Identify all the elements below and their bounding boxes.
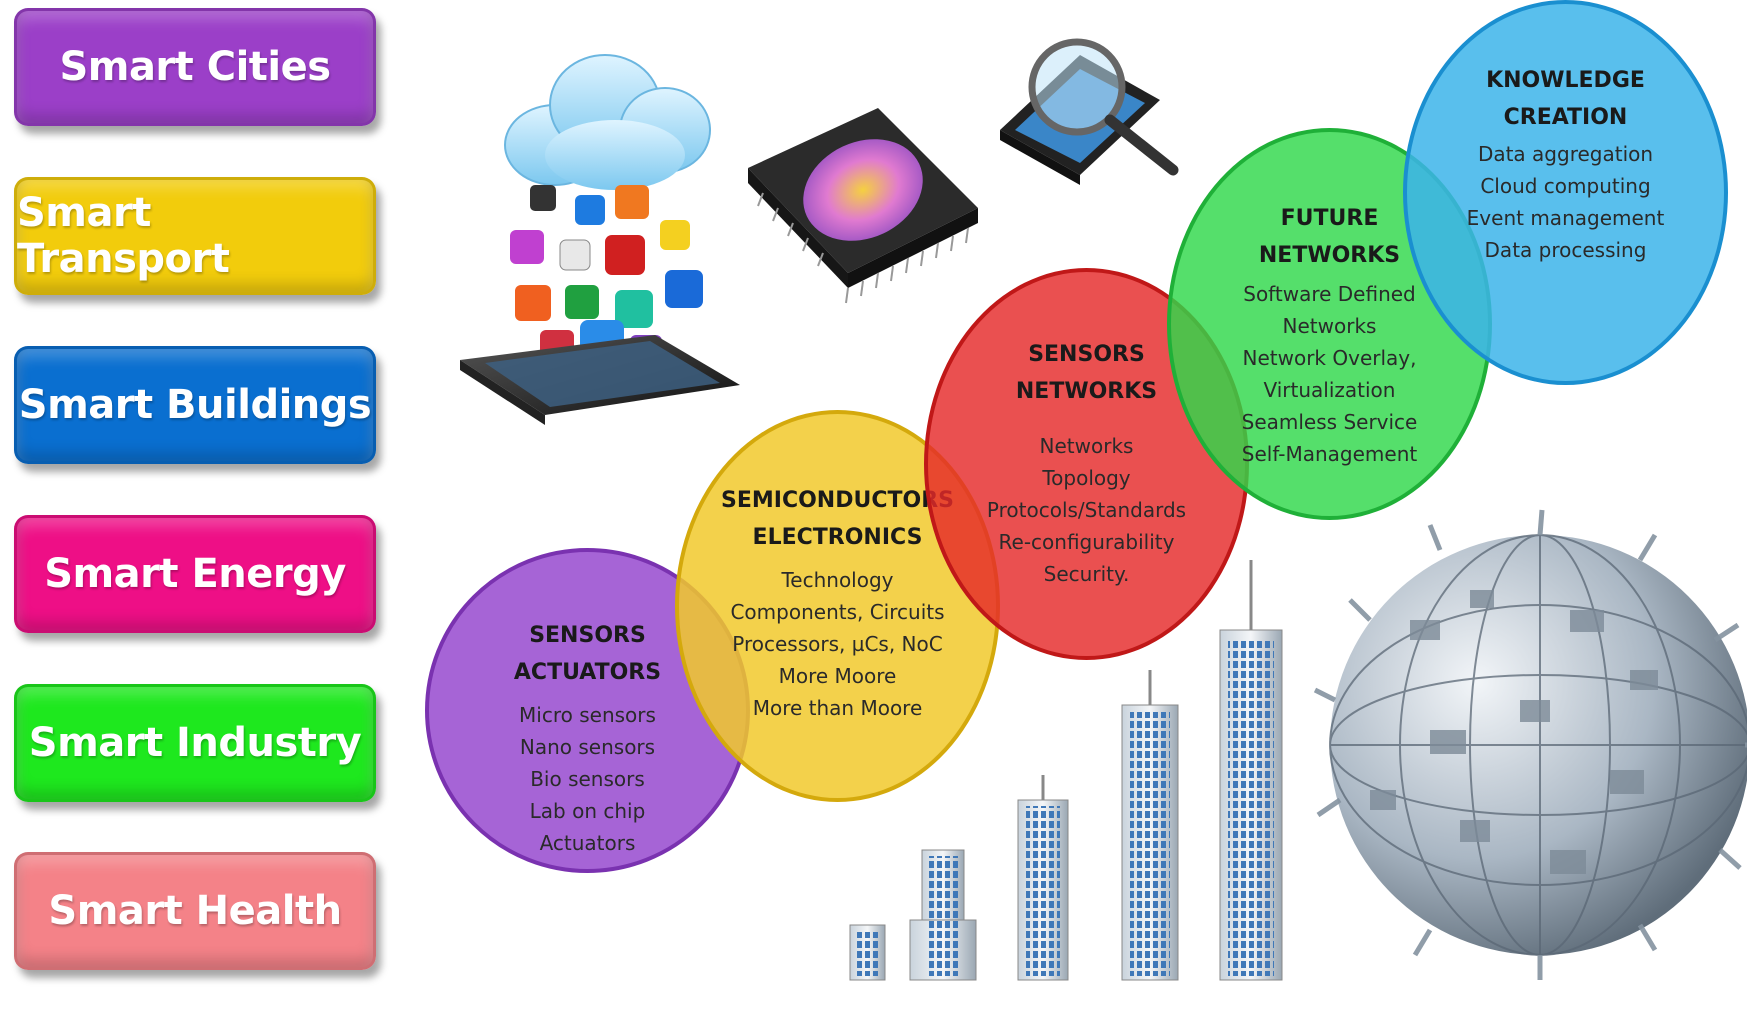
- layer-title: KNOWLEDGE CREATION: [1486, 68, 1645, 130]
- layer-item: Event management: [1466, 206, 1665, 230]
- layer-item: Networks: [1282, 314, 1377, 338]
- layer-item: More than Moore: [752, 696, 923, 720]
- cloud-phone-illustration: [460, 54, 740, 425]
- smart-energy-label: Smart Energy: [44, 551, 346, 597]
- smart-industry-button[interactable]: Smart Industry: [14, 684, 376, 802]
- layer-item: Components, Circuits: [730, 600, 945, 624]
- smart-buildings-label: Smart Buildings: [18, 382, 372, 428]
- layer-items: Software Defined Networks Network Overla…: [1242, 278, 1418, 470]
- layer-item: Topology: [1042, 466, 1131, 490]
- layer-items: Data aggregation Cloud computing Event m…: [1467, 138, 1665, 266]
- smart-transport-label: Smart Transport: [17, 190, 230, 282]
- layer-item: Nano sensors: [519, 735, 656, 759]
- layer-items: Networks Topology Protocols/Standards Re…: [987, 430, 1186, 590]
- magnifier-phone-icon: [1000, 38, 1179, 185]
- layer-item: Self-Management: [1241, 442, 1418, 466]
- layer-item: Bio sensors: [530, 767, 645, 791]
- layer-item: Technology: [781, 568, 894, 592]
- layer-item: Processors, µCs, NoC: [732, 632, 943, 656]
- layer-item: Cloud computing: [1480, 174, 1651, 198]
- globe-icon: [1313, 509, 1747, 980]
- layer-item: Data processing: [1484, 238, 1647, 262]
- layer-title: SENSORS ACTUATORS: [513, 623, 662, 685]
- layer-item: Micro sensors: [519, 703, 656, 727]
- layer-item: Security.: [1043, 562, 1130, 586]
- layer-item: Data aggregation: [1477, 142, 1654, 166]
- layer-item: Actuators: [539, 831, 636, 855]
- layer-items: Technology Components, Circuits Processo…: [730, 564, 944, 724]
- layer-circle-knowledge-creation: KNOWLEDGE CREATION Data aggregation Clou…: [1403, 0, 1728, 385]
- layer-title: FUTURE NETWORKS: [1258, 206, 1401, 268]
- microchip-icon: [748, 108, 978, 304]
- layer-item: Re-configurability: [998, 530, 1175, 554]
- smart-buildings-button[interactable]: Smart Buildings: [14, 346, 376, 464]
- smart-cities-label: Smart Cities: [59, 44, 331, 90]
- layer-items: Micro sensors Nano sensors Bio sensors L…: [519, 699, 656, 859]
- layer-item: Networks: [1039, 434, 1134, 458]
- app-icons: [510, 185, 703, 367]
- smart-health-label: Smart Health: [48, 888, 342, 934]
- smart-industry-label: Smart Industry: [28, 720, 362, 766]
- layer-item: Lab on chip: [529, 799, 646, 823]
- cloud-icon: [504, 54, 711, 190]
- layer-item: Network Overlay,: [1242, 346, 1417, 370]
- smartphone-icon: [460, 335, 740, 425]
- layer-title: SEMICONDUCTORS ELECTRONICS: [721, 488, 954, 550]
- layer-item: Software Defined: [1243, 282, 1416, 306]
- smart-cities-button[interactable]: Smart Cities: [14, 8, 376, 126]
- smart-transport-button[interactable]: Smart Transport: [14, 177, 376, 295]
- layer-item: Seamless Service: [1241, 410, 1418, 434]
- skyscrapers-icon: [849, 560, 1283, 981]
- layer-title: SENSORS NETWORKS: [1015, 342, 1158, 404]
- layer-item: Virtualization: [1263, 378, 1396, 402]
- smart-health-button[interactable]: Smart Health: [14, 852, 376, 970]
- smart-energy-button[interactable]: Smart Energy: [14, 515, 376, 633]
- layer-item: More Moore: [778, 664, 897, 688]
- layer-item: Protocols/Standards: [986, 498, 1187, 522]
